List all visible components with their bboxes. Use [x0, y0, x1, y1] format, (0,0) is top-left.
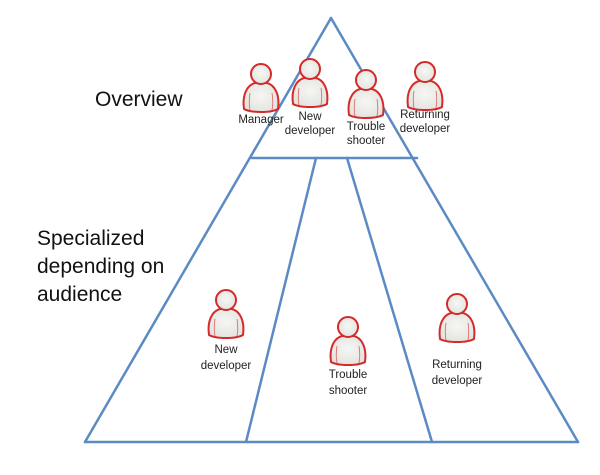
persona-label-line2: developer [400, 123, 451, 135]
section-divider-left [244, 156, 318, 444]
persona-specialized-returning-developer: Returning developer [432, 293, 483, 387]
specialized-section-label: Specialized depending on audience [37, 227, 165, 306]
person-icon [438, 293, 476, 343]
persona-label-line2: developer [285, 125, 336, 137]
pyramid-left-edge [83, 16, 333, 444]
persona-label-line1: Trouble [347, 121, 386, 133]
persona-label-line1: New [214, 344, 238, 356]
persona-overview-trouble-shooter: Trouble shooter [347, 69, 386, 147]
persona-label-line2: developer [201, 360, 252, 372]
persona-label: Manager [238, 114, 284, 126]
persona-label-line2: developer [432, 375, 483, 387]
persona-overview-manager: Manager [238, 63, 284, 126]
person-icon [329, 316, 367, 366]
person-icon [207, 289, 245, 339]
person-icon [291, 58, 329, 108]
persona-specialized-new-developer: New developer [201, 289, 252, 372]
person-icon [347, 69, 385, 119]
persona-label-line1: Trouble [329, 369, 368, 381]
persona-label-line2: shooter [347, 135, 386, 147]
persona-label-line1: Returning [400, 109, 450, 121]
overview-section-label: Overview [95, 88, 183, 111]
persona-label-line1: Returning [432, 359, 482, 371]
persona-overview-returning-developer: Returning developer [400, 61, 451, 135]
persona-overview-new-developer: New developer [285, 58, 336, 137]
section-divider-right [345, 156, 434, 444]
person-icon [242, 63, 280, 113]
persona-label-line2: shooter [329, 385, 368, 397]
persona-label-line1: New [298, 111, 322, 123]
person-icon [406, 61, 444, 111]
persona-specialized-trouble-shooter: Trouble shooter [329, 316, 368, 397]
